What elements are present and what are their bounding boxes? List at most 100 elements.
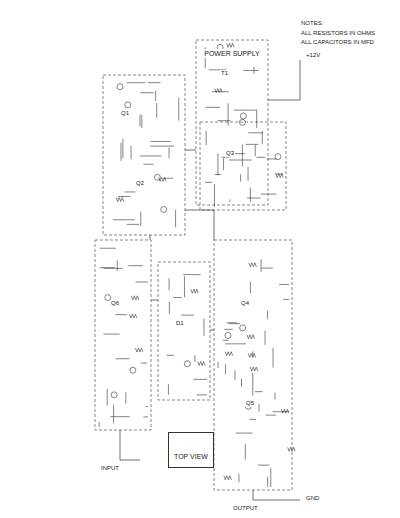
resistor-symbol — [135, 348, 143, 352]
wire — [238, 474, 239, 483]
wire — [131, 146, 132, 160]
wire — [184, 276, 185, 297]
wire — [248, 132, 263, 133]
resistor-symbol — [225, 352, 233, 356]
resistor-symbol — [250, 367, 258, 371]
wire — [236, 433, 253, 434]
wire — [168, 384, 169, 394]
part-label: +12V — [305, 52, 321, 59]
wire — [148, 82, 160, 83]
part-label: GND — [305, 495, 320, 502]
bus-wire — [253, 490, 300, 500]
wire — [143, 164, 153, 165]
wire — [203, 318, 204, 335]
view-box: TOP VIEW — [168, 432, 214, 468]
wire — [240, 174, 241, 181]
wire — [229, 160, 252, 161]
part-label: Q6 — [110, 300, 120, 307]
wire — [212, 91, 229, 92]
wire — [127, 82, 146, 83]
wire — [227, 322, 238, 323]
bus-wire — [185, 210, 214, 240]
bus-wire — [151, 300, 158, 301]
part-label: INPUT — [100, 465, 120, 472]
wire — [250, 419, 257, 420]
wire — [266, 415, 276, 416]
wire — [283, 299, 289, 300]
wire — [169, 278, 170, 290]
wire — [250, 282, 251, 294]
resistor-symbol — [129, 314, 137, 318]
block-outline — [196, 40, 268, 205]
wire — [206, 131, 207, 145]
wire — [100, 267, 115, 268]
power-supply-block: POWER SUPPLY — [196, 40, 268, 205]
wire — [140, 155, 162, 156]
block-outline — [214, 240, 292, 490]
part-label: T1 — [220, 70, 229, 77]
wire — [107, 389, 108, 406]
resistor-symbol — [249, 263, 256, 267]
wire — [217, 154, 218, 176]
wire — [175, 210, 176, 228]
part-label: Q5 — [245, 400, 255, 407]
wire — [252, 351, 253, 357]
block-outline — [158, 262, 210, 400]
block-outline — [200, 122, 286, 210]
wire — [267, 158, 277, 159]
wire — [243, 70, 258, 71]
part-label: Q4 — [240, 300, 250, 307]
wire — [241, 379, 242, 387]
part-label: D1 — [175, 320, 185, 327]
bus-wire — [120, 430, 140, 460]
transistor-symbol — [239, 119, 245, 125]
wire — [155, 91, 156, 101]
wire — [193, 379, 207, 380]
wire — [270, 468, 271, 487]
wire — [181, 315, 193, 316]
wire — [246, 144, 258, 145]
resistor-symbol — [198, 362, 206, 366]
transistor-symbol — [240, 113, 246, 119]
wire — [120, 143, 121, 161]
wire — [225, 343, 246, 344]
wire — [245, 444, 246, 459]
wire — [99, 422, 100, 427]
wire — [140, 92, 153, 93]
wire — [261, 259, 262, 272]
wire — [265, 330, 266, 344]
wire — [229, 200, 230, 202]
part-label: Q3 — [225, 150, 235, 157]
wire — [127, 224, 139, 225]
wire — [221, 157, 229, 158]
transistor-symbol — [117, 84, 123, 90]
wire — [223, 158, 224, 170]
bus-wire — [150, 235, 151, 240]
wire — [115, 314, 127, 315]
bus-wire — [210, 330, 214, 331]
transistor-symbol — [161, 206, 167, 212]
transistor-symbol — [111, 392, 117, 398]
block-outline — [95, 240, 151, 430]
wire — [100, 248, 116, 249]
wire — [267, 477, 268, 487]
resistor-symbol — [276, 174, 284, 178]
part-label: Q1 — [120, 110, 130, 117]
wire — [113, 219, 135, 220]
resistor-symbol — [248, 353, 256, 357]
wire — [113, 405, 114, 424]
resistor-symbol — [224, 476, 232, 480]
wire — [122, 139, 123, 158]
wire — [224, 329, 233, 330]
wire — [183, 274, 200, 275]
wire — [125, 191, 136, 192]
wire — [206, 107, 221, 108]
wire — [234, 370, 235, 380]
transistor-symbol — [125, 102, 131, 108]
wire — [128, 265, 143, 266]
block-title: TOP VIEW — [172, 452, 210, 461]
wire — [167, 355, 174, 356]
wire — [156, 103, 157, 118]
wire — [125, 392, 126, 403]
part-label: OUTPUT — [232, 505, 259, 512]
